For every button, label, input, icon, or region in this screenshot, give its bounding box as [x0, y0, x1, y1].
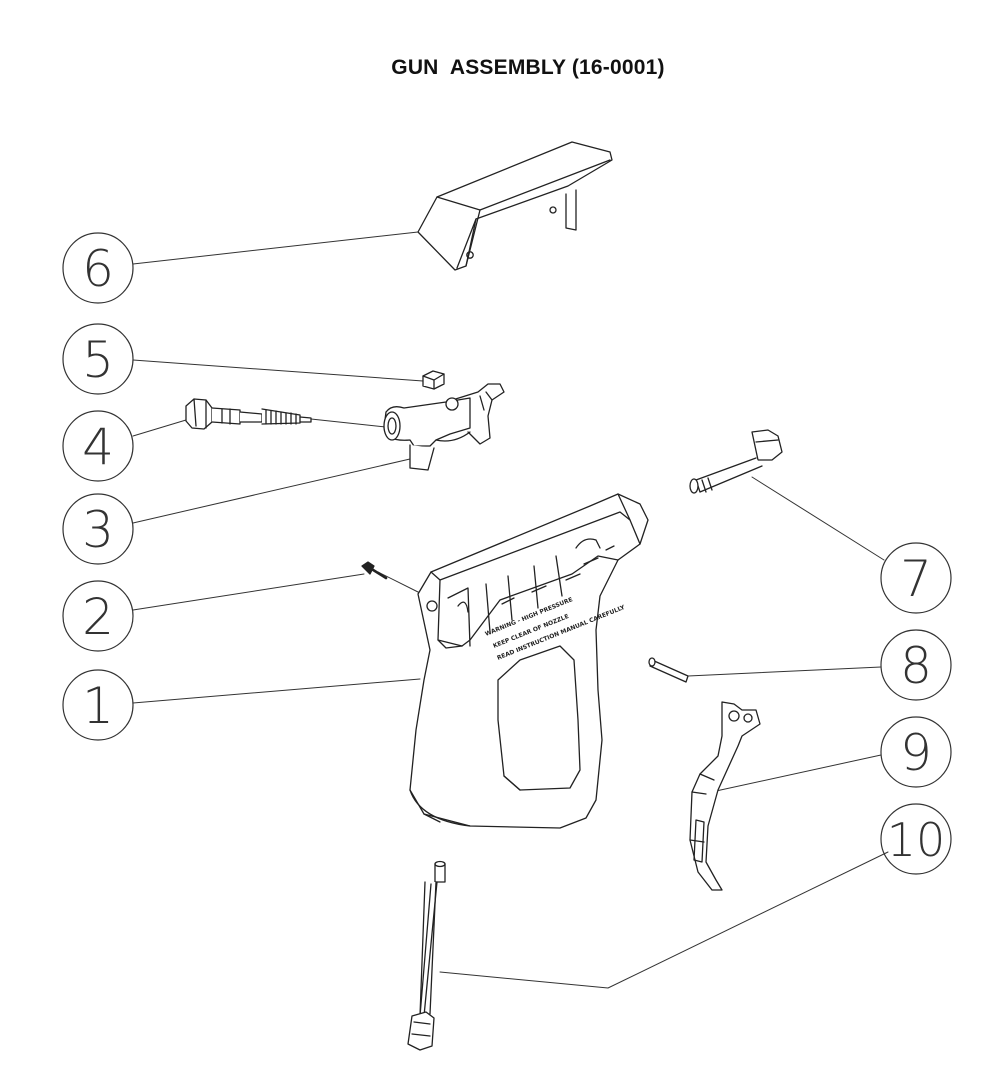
part-3-valve-body[interactable] — [383, 383, 505, 471]
callout-7[interactable]: 7 — [880, 542, 952, 614]
callout-1-label: 1 — [82, 677, 114, 735]
callout-5[interactable]: 5 — [62, 323, 134, 395]
callout-2-label: 2 — [82, 588, 114, 646]
part-6-trigger-cover[interactable] — [417, 141, 613, 271]
callout-9-label: 9 — [900, 724, 932, 782]
part-1-gun-body[interactable] — [409, 493, 649, 829]
callout-8[interactable]: 8 — [880, 629, 952, 701]
callout-10-label: 10 — [887, 813, 946, 867]
callout-3-label: 3 — [82, 501, 114, 559]
callout-5-label: 5 — [82, 331, 114, 389]
callout-8-label: 8 — [900, 637, 932, 695]
part-5-nut[interactable] — [422, 370, 445, 390]
callout-6-label: 6 — [82, 240, 114, 298]
callout-9[interactable]: 9 — [880, 716, 952, 788]
page-title: GUN ASSEMBLY (16-0001) — [391, 56, 665, 79]
part-2-screw[interactable] — [361, 561, 388, 580]
part-10-extension-tube[interactable] — [407, 860, 446, 1051]
callout-3[interactable]: 3 — [62, 493, 134, 565]
callout-4-label: 4 — [82, 418, 114, 476]
leader-lines — [132, 231, 889, 989]
callout-4[interactable]: 4 — [62, 410, 134, 482]
callout-2[interactable]: 2 — [62, 580, 134, 652]
part-7-fitting[interactable] — [689, 429, 783, 494]
callout-6[interactable]: 6 — [62, 232, 134, 304]
part-8-pin[interactable] — [648, 657, 689, 683]
part-9-trigger-lever[interactable] — [689, 701, 761, 891]
part-4-valve-stem[interactable] — [185, 398, 312, 430]
callout-1[interactable]: 1 — [62, 669, 134, 741]
callout-10[interactable]: 10 — [880, 803, 952, 875]
callout-7-label: 7 — [900, 550, 932, 608]
